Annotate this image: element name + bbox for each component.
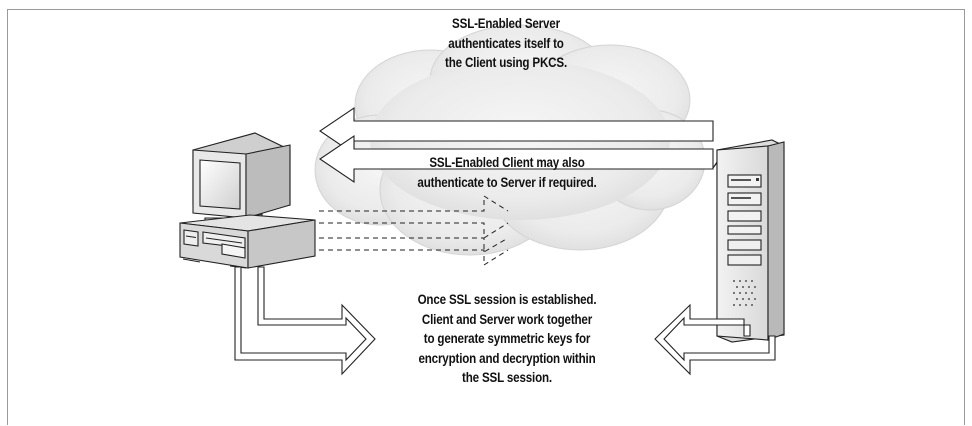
diagram-frame bbox=[7, 9, 965, 425]
server-auth-text: SSL-Enabled Server authenticates itself … bbox=[444, 16, 567, 70]
client-auth-dashed-arrows bbox=[319, 195, 509, 266]
session-text: Once SSL session is established. Client … bbox=[417, 292, 597, 385]
session-caption: Once SSL session is established. Client … bbox=[374, 290, 641, 388]
server-icon bbox=[712, 139, 785, 343]
server-session-arrow bbox=[654, 303, 776, 376]
client-session-arrow bbox=[234, 266, 376, 376]
client-auth-text: SSL-Enabled Client may also authenticate… bbox=[417, 155, 597, 190]
server-auth-caption: SSL-Enabled Server authenticates itself … bbox=[377, 14, 635, 73]
client-auth-arrow-upper bbox=[319, 134, 714, 184]
server-auth-arrow bbox=[319, 106, 714, 156]
client-computer-icon bbox=[179, 132, 316, 269]
client-auth-caption: SSL-Enabled Client may also authenticate… bbox=[391, 153, 623, 192]
